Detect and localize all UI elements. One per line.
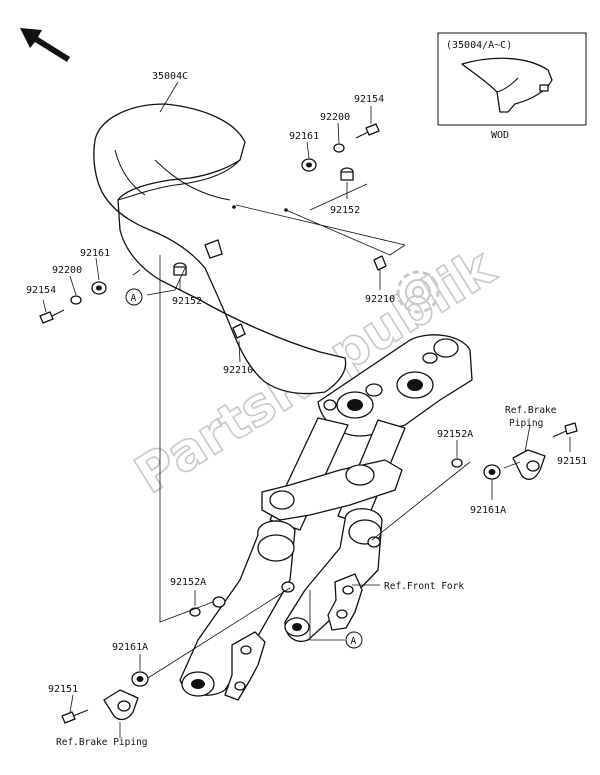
marker-a-bottom: A (345, 631, 363, 649)
label-nut-left: 92161 (80, 248, 110, 259)
nut-a-right (483, 464, 501, 480)
brake-clamp-right (512, 449, 546, 481)
fastener-bolt-top (355, 123, 380, 139)
label-collar-a-right: 92152A (437, 429, 473, 440)
nut-top (301, 158, 317, 172)
label-bolt-bottom: 92151 (48, 684, 78, 695)
label-nut-top: 92161 (289, 131, 319, 142)
label-clip-right: 92210 (365, 294, 395, 305)
label-nut-a-left: 92161A (112, 642, 148, 653)
clip-left (232, 323, 246, 339)
label-bolt-top: 92154 (354, 94, 384, 105)
label-fender: 35004C (152, 71, 188, 82)
ref-brake-piping-right-line2: Piping (509, 418, 543, 429)
ref-front-fork: Ref.Front Fork (384, 581, 464, 592)
label-bolt-left: 92154 (26, 285, 56, 296)
watermark-gear-icon (396, 270, 440, 314)
brake-clamp-bottom (103, 689, 139, 721)
nut-a-left (131, 671, 149, 687)
front-arrow-icon (20, 28, 70, 62)
label-collar-left: 92152 (172, 296, 202, 307)
marker-a-bottom-text: A (351, 636, 357, 647)
label-nut-a-right: 92161A (470, 505, 506, 516)
label-washer-left: 92200 (52, 265, 82, 276)
ref-brake-piping-right-line1: Ref.Brake (505, 405, 557, 416)
front-fork (179, 334, 473, 701)
washer-left (70, 295, 82, 305)
inset-caption: WOD (491, 130, 509, 141)
ref-brake-piping-bottom: Ref.Brake Piping (56, 737, 148, 748)
collar-left (173, 262, 187, 276)
inset-box: (35004/A~C) WOD (437, 32, 587, 141)
collar-a-right (451, 458, 463, 468)
label-clip-left: 92210 (223, 365, 253, 376)
nut-left (91, 281, 107, 295)
washer-top (333, 143, 345, 153)
label-collar-a-left: 92152A (170, 577, 206, 588)
front-fender (93, 103, 347, 395)
bolt-left (39, 309, 65, 324)
inset-title: (35004/A~C) (446, 40, 512, 51)
bolt-right (552, 422, 578, 438)
clip-right (373, 255, 387, 271)
label-collar-top: 92152 (330, 205, 360, 216)
label-washer-top: 92200 (320, 112, 350, 123)
inset-fender-part (461, 57, 553, 113)
label-bolt-right: 92151 (557, 456, 587, 467)
bolt-bottom (61, 709, 89, 724)
leader-lines (42, 81, 571, 738)
collar-top (340, 167, 354, 181)
marker-a-top-text: A (131, 293, 137, 304)
marker-a-top: A (125, 288, 143, 306)
